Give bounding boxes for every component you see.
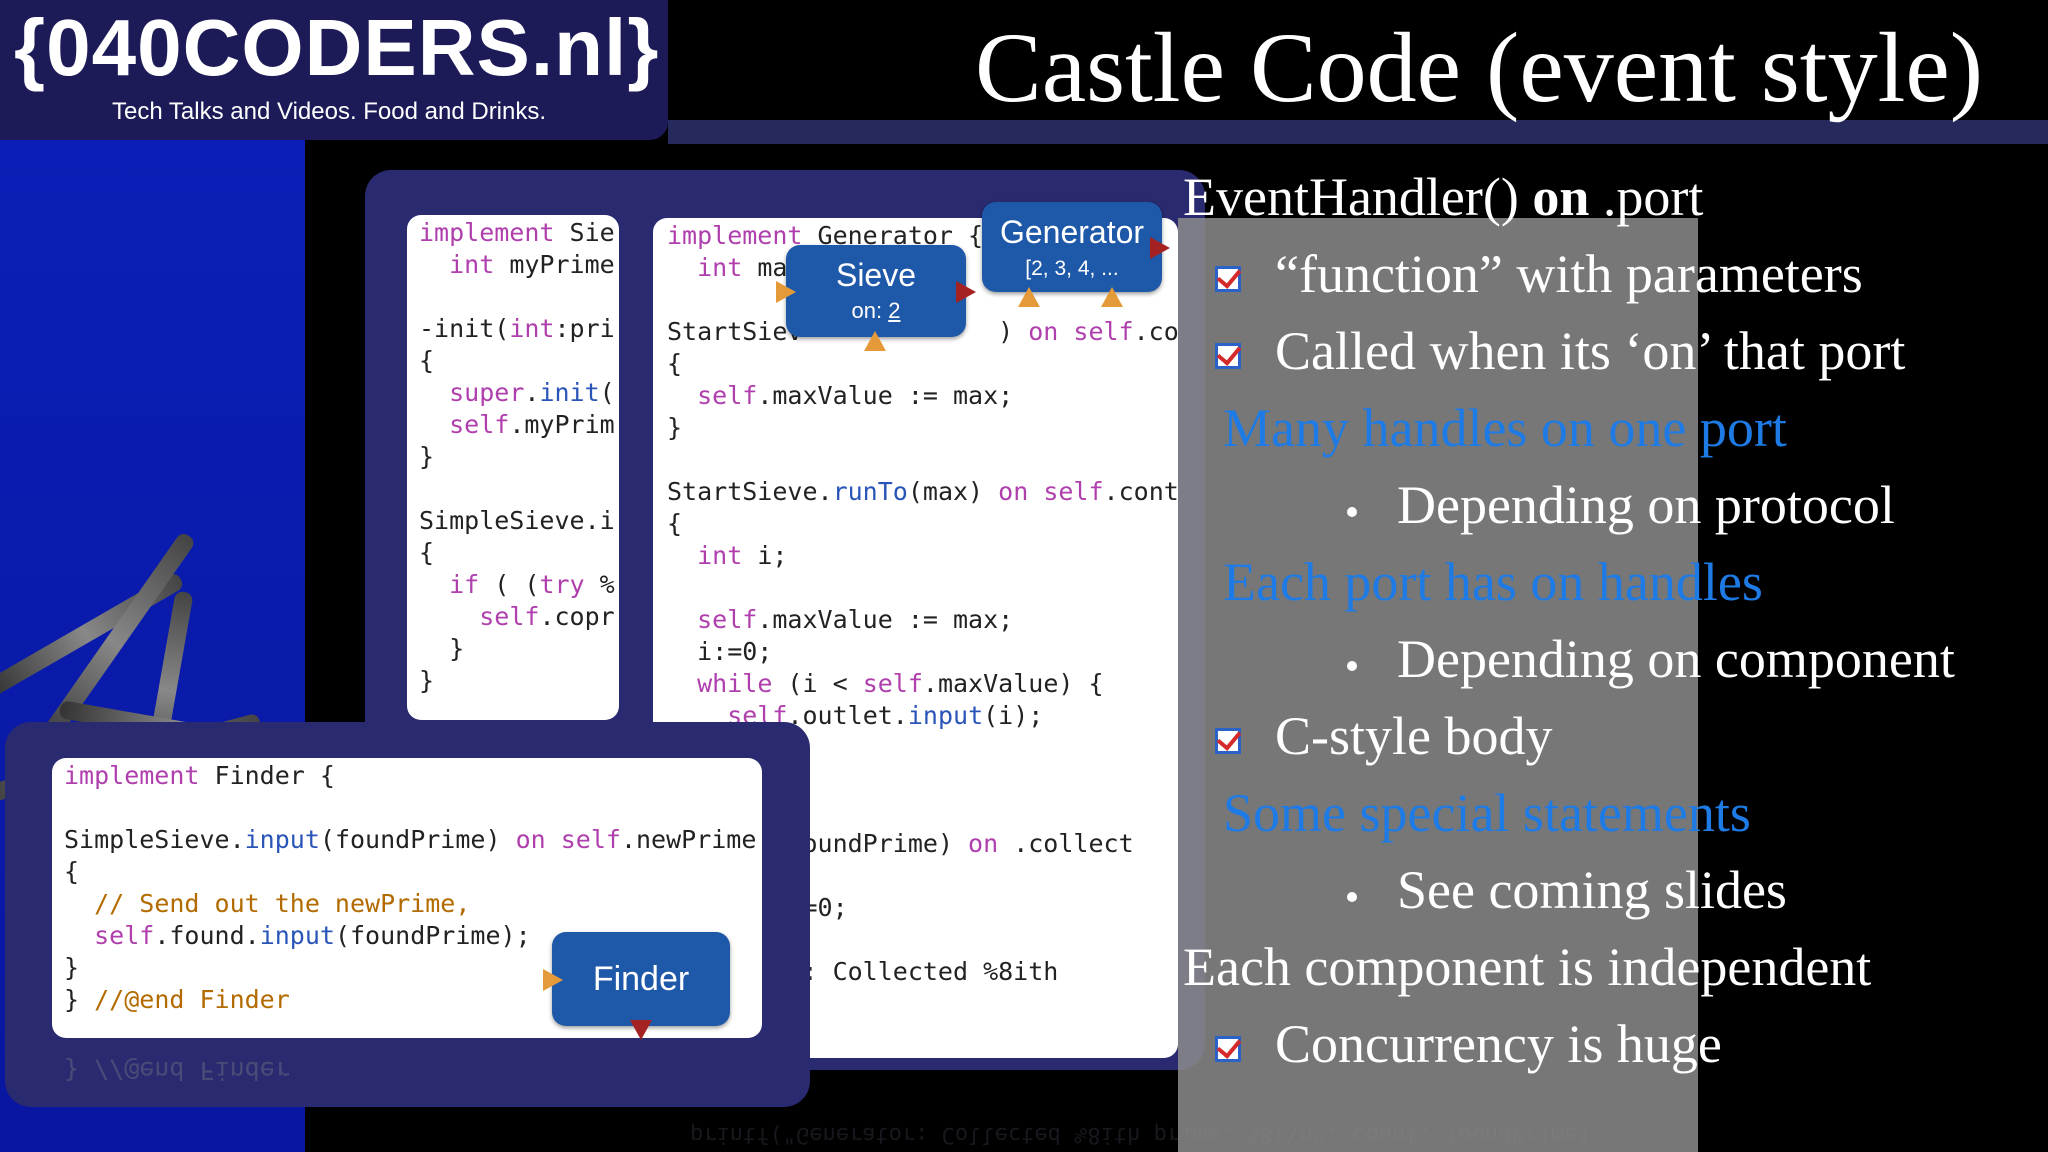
code-card-simplesieve: implement Sie int myPrime -init(int:pri {… (407, 215, 619, 720)
code-line (419, 473, 615, 505)
code-line: self.copr (479, 602, 615, 631)
bullet-item: C-style body (1275, 706, 1553, 766)
bullet-dot (1347, 661, 1357, 671)
port-triangle (864, 331, 886, 351)
bullet-subitem: See coming slides (1397, 860, 1787, 920)
code-line: i:=0; (667, 637, 773, 666)
slide-title: Castle Code (event style) (975, 12, 1984, 123)
code-line: if ( (try % (449, 570, 615, 599)
code-line: self.found.input(foundPrime); (94, 921, 531, 950)
bullet-item: Concurrency is huge (1275, 1014, 1722, 1074)
code-line: // Send out the newPrime, (94, 889, 471, 918)
code-line: int max (697, 253, 803, 282)
generator-title: Generator (999, 214, 1145, 250)
bullet-item-highlight: Each port has on handles (1223, 552, 1763, 612)
code-line: while (i < self.maxValue) { (697, 669, 1104, 698)
code-line: super.init( (449, 378, 615, 407)
code-line: int myPrime (449, 250, 615, 279)
bullet-subitem: Depending on component (1397, 629, 1955, 689)
checkbox-icon (1215, 1036, 1241, 1062)
text-overlay (1178, 218, 1698, 1152)
logo-text: {040CODERS.nl} (14, 3, 660, 92)
code-line: StartSiev ) on self.controll (667, 317, 1178, 346)
generator-bubble: Generator [2, 3, 4, ... (982, 202, 1162, 292)
code-line: SimpleSieve.i (419, 506, 615, 535)
sieve-sub: on: 2 (851, 298, 901, 323)
code-line: implement Finder { (64, 761, 335, 790)
code-line: } (419, 666, 435, 695)
bullet-item-highlight: Many handles on one port (1223, 398, 1787, 458)
bullet-subitem: Depending on protocol (1397, 475, 1895, 535)
code-line: } //@end Finder (64, 985, 290, 1014)
port-triangle (1150, 237, 1170, 259)
bullet-heading: EventHandler() on .port (1183, 167, 1704, 227)
code-line: { (667, 509, 683, 538)
logo-tagline: Tech Talks and Videos. Food and Drinks. (112, 98, 547, 125)
code-line: } (64, 953, 80, 982)
code-block: implement Sie int myPrime -init(int:pri {… (419, 217, 615, 697)
port-triangle (1101, 287, 1123, 307)
code-line: -init(int:pri (419, 314, 615, 343)
code-line: self.myPrim (449, 410, 615, 439)
bullet-dot (1347, 507, 1357, 517)
code-block: implement Finder { SimpleSieve.input(fou… (64, 760, 756, 1016)
bullet-item-highlight: Some special statements (1223, 783, 1751, 843)
bullet-dot (1347, 892, 1357, 902)
logo: {040CODERS.nl} Tech Talks and Videos. Fo… (0, 0, 668, 140)
code-line: self.maxValue := max; (697, 381, 1014, 410)
code-line: implement Sie (419, 218, 615, 247)
code-line: } (419, 634, 465, 663)
code-line: { (64, 857, 80, 886)
code-line: } (667, 413, 683, 442)
port-triangle (543, 969, 563, 991)
code-line: } (419, 442, 435, 471)
bullet-heading: Each component is independent (1183, 937, 1872, 997)
bullet-list: EventHandler() on .port “function” with … (1183, 167, 2043, 1074)
finder-title: Finder (592, 960, 690, 998)
checkbox-icon (1215, 728, 1241, 754)
bullet-item: “function” with parameters (1275, 244, 1863, 304)
code-line: StartSieve.runTo(max) on self.controll (667, 477, 1178, 506)
port-triangle (1018, 287, 1040, 307)
code-line (667, 572, 1178, 604)
code-line (667, 444, 1178, 476)
code-line (419, 281, 615, 313)
port-triangle (956, 281, 976, 303)
port-triangle (776, 281, 796, 303)
sieve-bubble: Sieve on: 2 (786, 245, 966, 337)
code-line: { (419, 346, 435, 375)
code-line: { (667, 349, 683, 378)
code-line: self.outlet.input(i); (727, 701, 1044, 730)
code-line (64, 792, 756, 824)
code-reflection: } //@end Finder (64, 1056, 290, 1085)
checkbox-icon (1215, 266, 1241, 292)
code-line: { (419, 538, 435, 567)
code-line: SimpleSieve.input(foundPrime) on self.ne… (64, 825, 757, 854)
code-line: self.maxValue := max; (697, 605, 1014, 634)
port-triangle (630, 1020, 652, 1040)
generator-sub: [2, 3, 4, ... (1025, 257, 1119, 280)
code-line: int i; (697, 541, 788, 570)
title-underline (668, 120, 2048, 144)
sieve-title: Sieve (835, 257, 917, 293)
checkbox-icon (1215, 343, 1241, 369)
bullet-item: Called when its ‘on’ that port (1275, 321, 1906, 381)
finder-bubble: Finder (552, 932, 730, 1026)
